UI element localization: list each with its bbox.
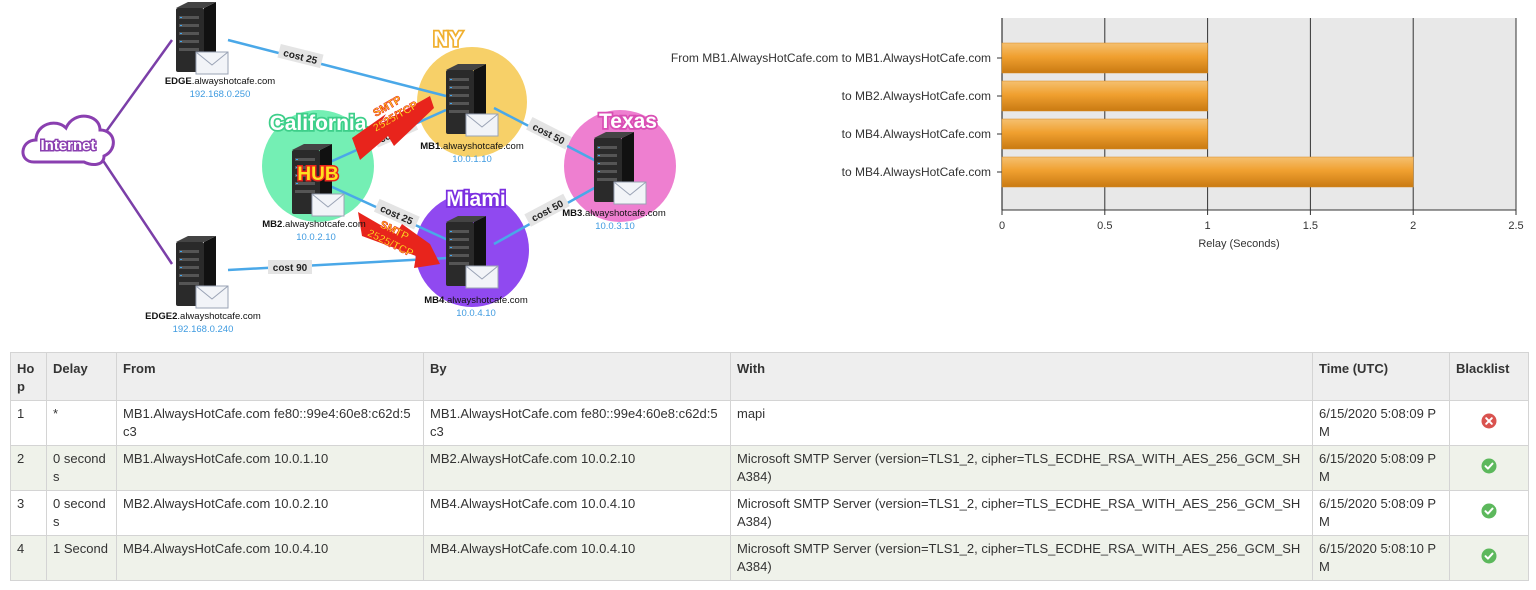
category-label: to MB4.AlwaysHotCafe.com bbox=[842, 127, 991, 141]
category-label: From MB1.AlwaysHotCafe.com to MB1.Always… bbox=[671, 51, 991, 65]
check-icon bbox=[1481, 548, 1497, 563]
link-edge-mb1 bbox=[227, 38, 447, 98]
blacklist-cell bbox=[1449, 445, 1529, 491]
x-axis-title: Relay (Seconds) bbox=[1198, 238, 1279, 250]
x-tick-label: 2 bbox=[1410, 220, 1416, 232]
x-tick-label: 1.5 bbox=[1303, 220, 1318, 232]
relay-bar bbox=[1001, 42, 1208, 74]
delay-cell: * bbox=[46, 400, 117, 446]
mb3-ip: 10.0.3.10 bbox=[595, 221, 635, 232]
by-cell: MB1.AlwaysHotCafe.com fe80::99e4:60e8:c6… bbox=[423, 400, 731, 446]
time-cell: 6/15/2020 5:08:09 PM bbox=[1312, 400, 1450, 446]
edge-server-icon bbox=[175, 1, 229, 75]
column-header-time[interactable]: Time (UTC) bbox=[1312, 352, 1450, 401]
blacklisted-icon bbox=[1481, 413, 1497, 428]
by-cell: MB4.AlwaysHotCafe.com 10.0.4.10 bbox=[423, 535, 731, 581]
table-row: 2 0 seconds MB1.AlwaysHotCafe.com 10.0.1… bbox=[10, 445, 1529, 491]
hop-cell: 2 bbox=[10, 445, 47, 491]
internet-cloud-icon: Internet bbox=[21, 114, 115, 166]
with-cell: mapi bbox=[730, 400, 1313, 446]
column-header-hop[interactable]: Hop bbox=[10, 352, 47, 401]
mb2-hostname: MB2.alwayshotcafe.com bbox=[262, 219, 366, 230]
site-label-california: California bbox=[270, 112, 367, 135]
mb4-ip: 10.0.4.10 bbox=[456, 308, 496, 319]
column-header-by[interactable]: By bbox=[423, 352, 731, 401]
table-row: 4 1 Second MB4.AlwaysHotCafe.com 10.0.4.… bbox=[10, 535, 1529, 581]
hop-cell: 4 bbox=[10, 535, 47, 581]
mb2-ip: 10.0.2.10 bbox=[296, 232, 336, 243]
delay-cell: 0 seconds bbox=[46, 490, 117, 536]
mb3-hostname: MB3.alwayshotcafe.com bbox=[562, 208, 666, 219]
by-cell: MB4.AlwaysHotCafe.com 10.0.4.10 bbox=[423, 490, 731, 536]
mb4-hostname: MB4.alwayshotcafe.com bbox=[424, 295, 528, 306]
cost-label-edge2-mb4: cost 90 bbox=[273, 263, 308, 274]
edge-ip: 192.168.0.250 bbox=[190, 89, 251, 100]
x-tick-label: 2.5 bbox=[1508, 220, 1523, 232]
category-label: to MB2.AlwaysHotCafe.com bbox=[842, 89, 991, 103]
link-internet-edge2 bbox=[98, 155, 174, 265]
edge2-ip: 192.168.0.240 bbox=[173, 324, 234, 335]
from-cell: MB1.AlwaysHotCafe.com fe80::99e4:60e8:c6… bbox=[116, 400, 424, 446]
link-edge2-mb4 bbox=[227, 256, 449, 272]
x-tick-label: 1 bbox=[1205, 220, 1211, 232]
relay-bar bbox=[1001, 118, 1208, 150]
column-header-blacklist[interactable]: Blacklist bbox=[1449, 352, 1529, 401]
delay-cell: 1 Second bbox=[46, 535, 117, 581]
mb1-ip: 10.0.1.10 bbox=[452, 154, 492, 165]
network-diagram: cost 25 cost 25 cost 50 cost 25 cost 50 … bbox=[21, 1, 676, 335]
edge2-server-icon bbox=[175, 235, 229, 309]
x-tick-label: 0.5 bbox=[1097, 220, 1112, 232]
table-header-row: Hop Delay From By With Time (UTC) Blackl… bbox=[10, 352, 1529, 401]
hop-cell: 1 bbox=[10, 400, 47, 446]
from-cell: MB4.AlwaysHotCafe.com 10.0.4.10 bbox=[116, 535, 424, 581]
mb1-hostname: MB1.alwayshotcafe.com bbox=[420, 141, 524, 152]
column-header-from[interactable]: From bbox=[116, 352, 424, 401]
internet-label: Internet bbox=[40, 137, 95, 154]
edge-hostname: EDGE.alwayshotcafe.com bbox=[165, 76, 275, 87]
time-cell: 6/15/2020 5:08:09 PM bbox=[1312, 490, 1450, 536]
blacklist-cell bbox=[1449, 490, 1529, 536]
hop-cell: 3 bbox=[10, 490, 47, 536]
by-cell: MB2.AlwaysHotCafe.com 10.0.2.10 bbox=[423, 445, 731, 491]
with-cell: Microsoft SMTP Server (version=TLS1_2, c… bbox=[730, 445, 1313, 491]
from-cell: MB2.AlwaysHotCafe.com 10.0.2.10 bbox=[116, 490, 424, 536]
hub-label: HUB bbox=[297, 164, 338, 185]
site-label-ny: NY bbox=[433, 28, 462, 51]
edge2-hostname: EDGE2.alwayshotcafe.com bbox=[145, 311, 261, 322]
column-header-with[interactable]: With bbox=[730, 352, 1313, 401]
delay-cell: 0 seconds bbox=[46, 445, 117, 491]
x-tick-label: 0 bbox=[999, 220, 1005, 232]
relay-bar-chart: 0 0.5 1 1.5 2 2.5 From MB1.AlwaysHotCafe.com t… bbox=[671, 18, 1524, 250]
link-internet-edge bbox=[98, 39, 174, 141]
relay-bar bbox=[1001, 156, 1414, 188]
table-row: 3 0 seconds MB2.AlwaysHotCafe.com 10.0.2… bbox=[10, 490, 1529, 536]
with-cell: Microsoft SMTP Server (version=TLS1_2, c… bbox=[730, 490, 1313, 536]
check-icon bbox=[1481, 458, 1497, 473]
time-cell: 6/15/2020 5:08:09 PM bbox=[1312, 445, 1450, 491]
time-cell: 6/15/2020 5:08:10 PM bbox=[1312, 535, 1450, 581]
message-hops-table: Hop Delay From By With Time (UTC) Blackl… bbox=[10, 352, 1529, 581]
site-label-texas: Texas bbox=[599, 110, 657, 133]
relay-bar bbox=[1001, 80, 1208, 112]
column-header-delay[interactable]: Delay bbox=[46, 352, 117, 401]
category-label: to MB4.AlwaysHotCafe.com bbox=[842, 165, 991, 179]
blacklist-cell bbox=[1449, 535, 1529, 581]
site-label-miami: Miami bbox=[446, 188, 506, 211]
table-row: 1 * MB1.AlwaysHotCafe.com fe80::99e4:60e… bbox=[10, 400, 1529, 446]
check-icon bbox=[1481, 503, 1497, 518]
with-cell: Microsoft SMTP Server (version=TLS1_2, c… bbox=[730, 535, 1313, 581]
from-cell: MB1.AlwaysHotCafe.com 10.0.1.10 bbox=[116, 445, 424, 491]
blacklist-cell bbox=[1449, 400, 1529, 446]
